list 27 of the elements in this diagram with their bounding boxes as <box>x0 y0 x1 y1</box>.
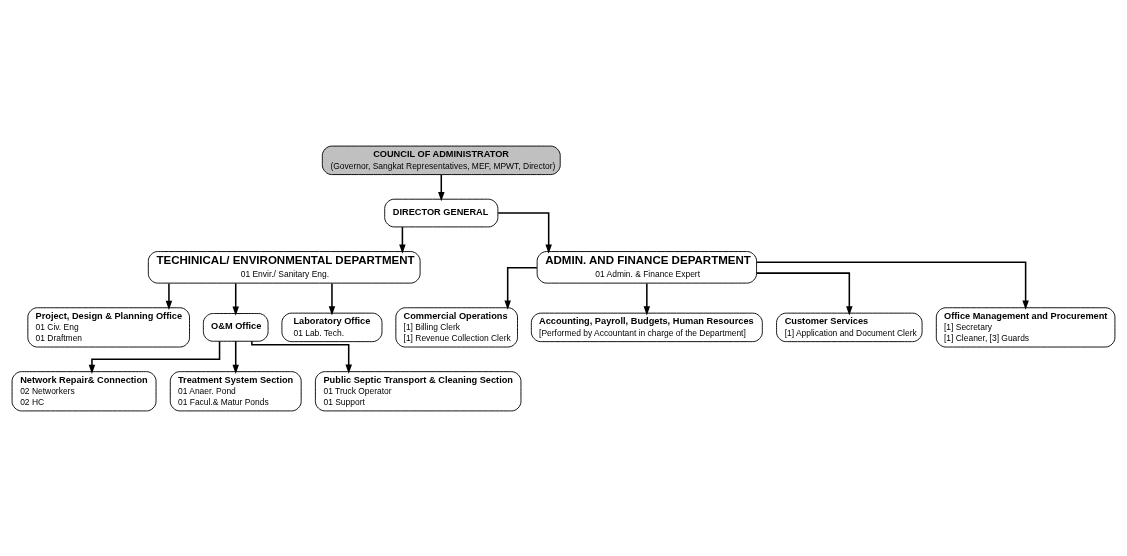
arrow <box>251 340 352 374</box>
node-box: Laboratory Office 01 Lab. Tech. <box>281 312 383 342</box>
node-box: TECHINICAL/ ENVIRONMENTAL DEPARTMENT 01 Envir./ Sanitary Eng. <box>147 250 421 284</box>
node-box: Office Management and Procurement [1] Secretary [1] Cleaner, [3] Guards <box>935 306 1116 347</box>
arrow <box>438 173 445 201</box>
arrow <box>88 340 221 374</box>
node-box: ADMIN. AND FINANCE DEPARTMENT 01 Admin. & Finance Expert <box>536 250 757 284</box>
arrow <box>165 282 173 310</box>
node-box: O&M Office <box>202 312 269 342</box>
node-box: DIRECTOR GENERAL <box>384 198 499 227</box>
node-box: Accounting, Payroll, Budgets, Human Resources [Performed by Accountant in charge of the Department] <box>530 312 763 342</box>
arrow <box>643 282 651 315</box>
node-box: Network Repair& Connection 02 Networkers 02 HC <box>11 370 157 411</box>
arrow <box>497 211 552 254</box>
node-box: Project, Design & Planning Office 01 Civ. Eng 01 Draftmen <box>27 306 190 347</box>
arrow <box>232 340 239 374</box>
arrow <box>328 282 336 315</box>
node-box: Treatment System Section 01 Anaer. Pond 01 Facul.& Matur Ponds <box>169 370 302 411</box>
node-box: Public Septic Transport & Cleaning Section 01 Truck Operator 01 Support <box>314 370 522 411</box>
node-box: Customer Services [1] Application and Document Clerk <box>776 312 923 342</box>
arrow <box>755 271 853 315</box>
arrow <box>755 261 1029 310</box>
arrow <box>232 282 239 316</box>
arrow <box>399 225 406 254</box>
node-box: COUNCIL OF ADMINISTRATOR (Governor, Sangkat Representatives, MEF, MPWT, Director) <box>321 145 561 175</box>
arrow <box>504 266 538 310</box>
node-box: Commercial Operations [1] Billing Clerk [1] Revenue Collection Clerk <box>395 306 518 347</box>
